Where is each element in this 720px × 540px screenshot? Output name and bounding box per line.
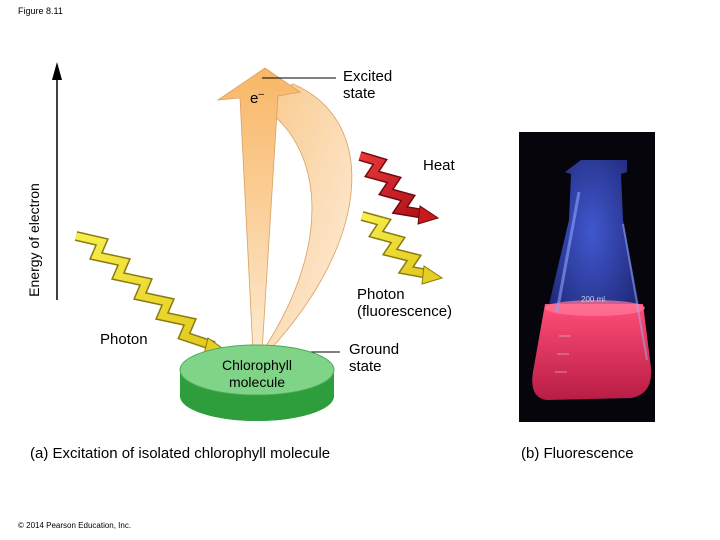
chlorophyll-line2: molecule xyxy=(228,374,286,390)
caption-b: (b) Fluorescence xyxy=(521,445,634,462)
copyright-notice: © 2014 Pearson Education, Inc. xyxy=(18,521,132,530)
flask-illustration: 200 ml xyxy=(519,132,655,422)
chlorophyll-line1: Chlorophyll xyxy=(221,357,293,373)
ground-state-line2: state xyxy=(349,358,382,375)
fluorescence-photo: 200 ml xyxy=(519,132,655,422)
ground-state-line1: Ground xyxy=(349,341,400,358)
electron-symbol: e xyxy=(250,90,259,107)
energy-axis xyxy=(52,62,62,300)
fluorescence-photon-arrow xyxy=(360,211,444,285)
excited-state-line2: state xyxy=(343,85,376,102)
electron-charge: – xyxy=(258,89,264,100)
heat-label: Heat xyxy=(423,157,455,174)
photon-fluorescence-line1: Photon xyxy=(357,286,405,303)
heat-arrow xyxy=(358,151,440,225)
chlorophyll-disk xyxy=(179,344,335,421)
photon-label: Photon xyxy=(100,331,148,348)
incoming-photon-arrow xyxy=(74,231,224,355)
ground-state-label: Ground state xyxy=(349,341,399,375)
photon-fluorescence-line2: (fluorescence) xyxy=(357,303,453,320)
excited-state-label: Excited state xyxy=(343,68,392,102)
electron-label: e– xyxy=(250,86,264,107)
flask-marking: 200 ml xyxy=(581,295,605,304)
caption-a: (a) Excitation of isolated chlorophyll m… xyxy=(30,445,331,462)
figure-label: Figure 8.11 xyxy=(18,6,63,16)
excited-state-line1: Excited xyxy=(343,68,393,85)
energy-axis-label: Energy of electron xyxy=(26,183,42,297)
photon-fluorescence-label: Photon (fluorescence) xyxy=(357,286,452,320)
excitation-arrow xyxy=(216,67,302,353)
chlorophyll-label: Chlorophyll molecule xyxy=(205,357,309,391)
